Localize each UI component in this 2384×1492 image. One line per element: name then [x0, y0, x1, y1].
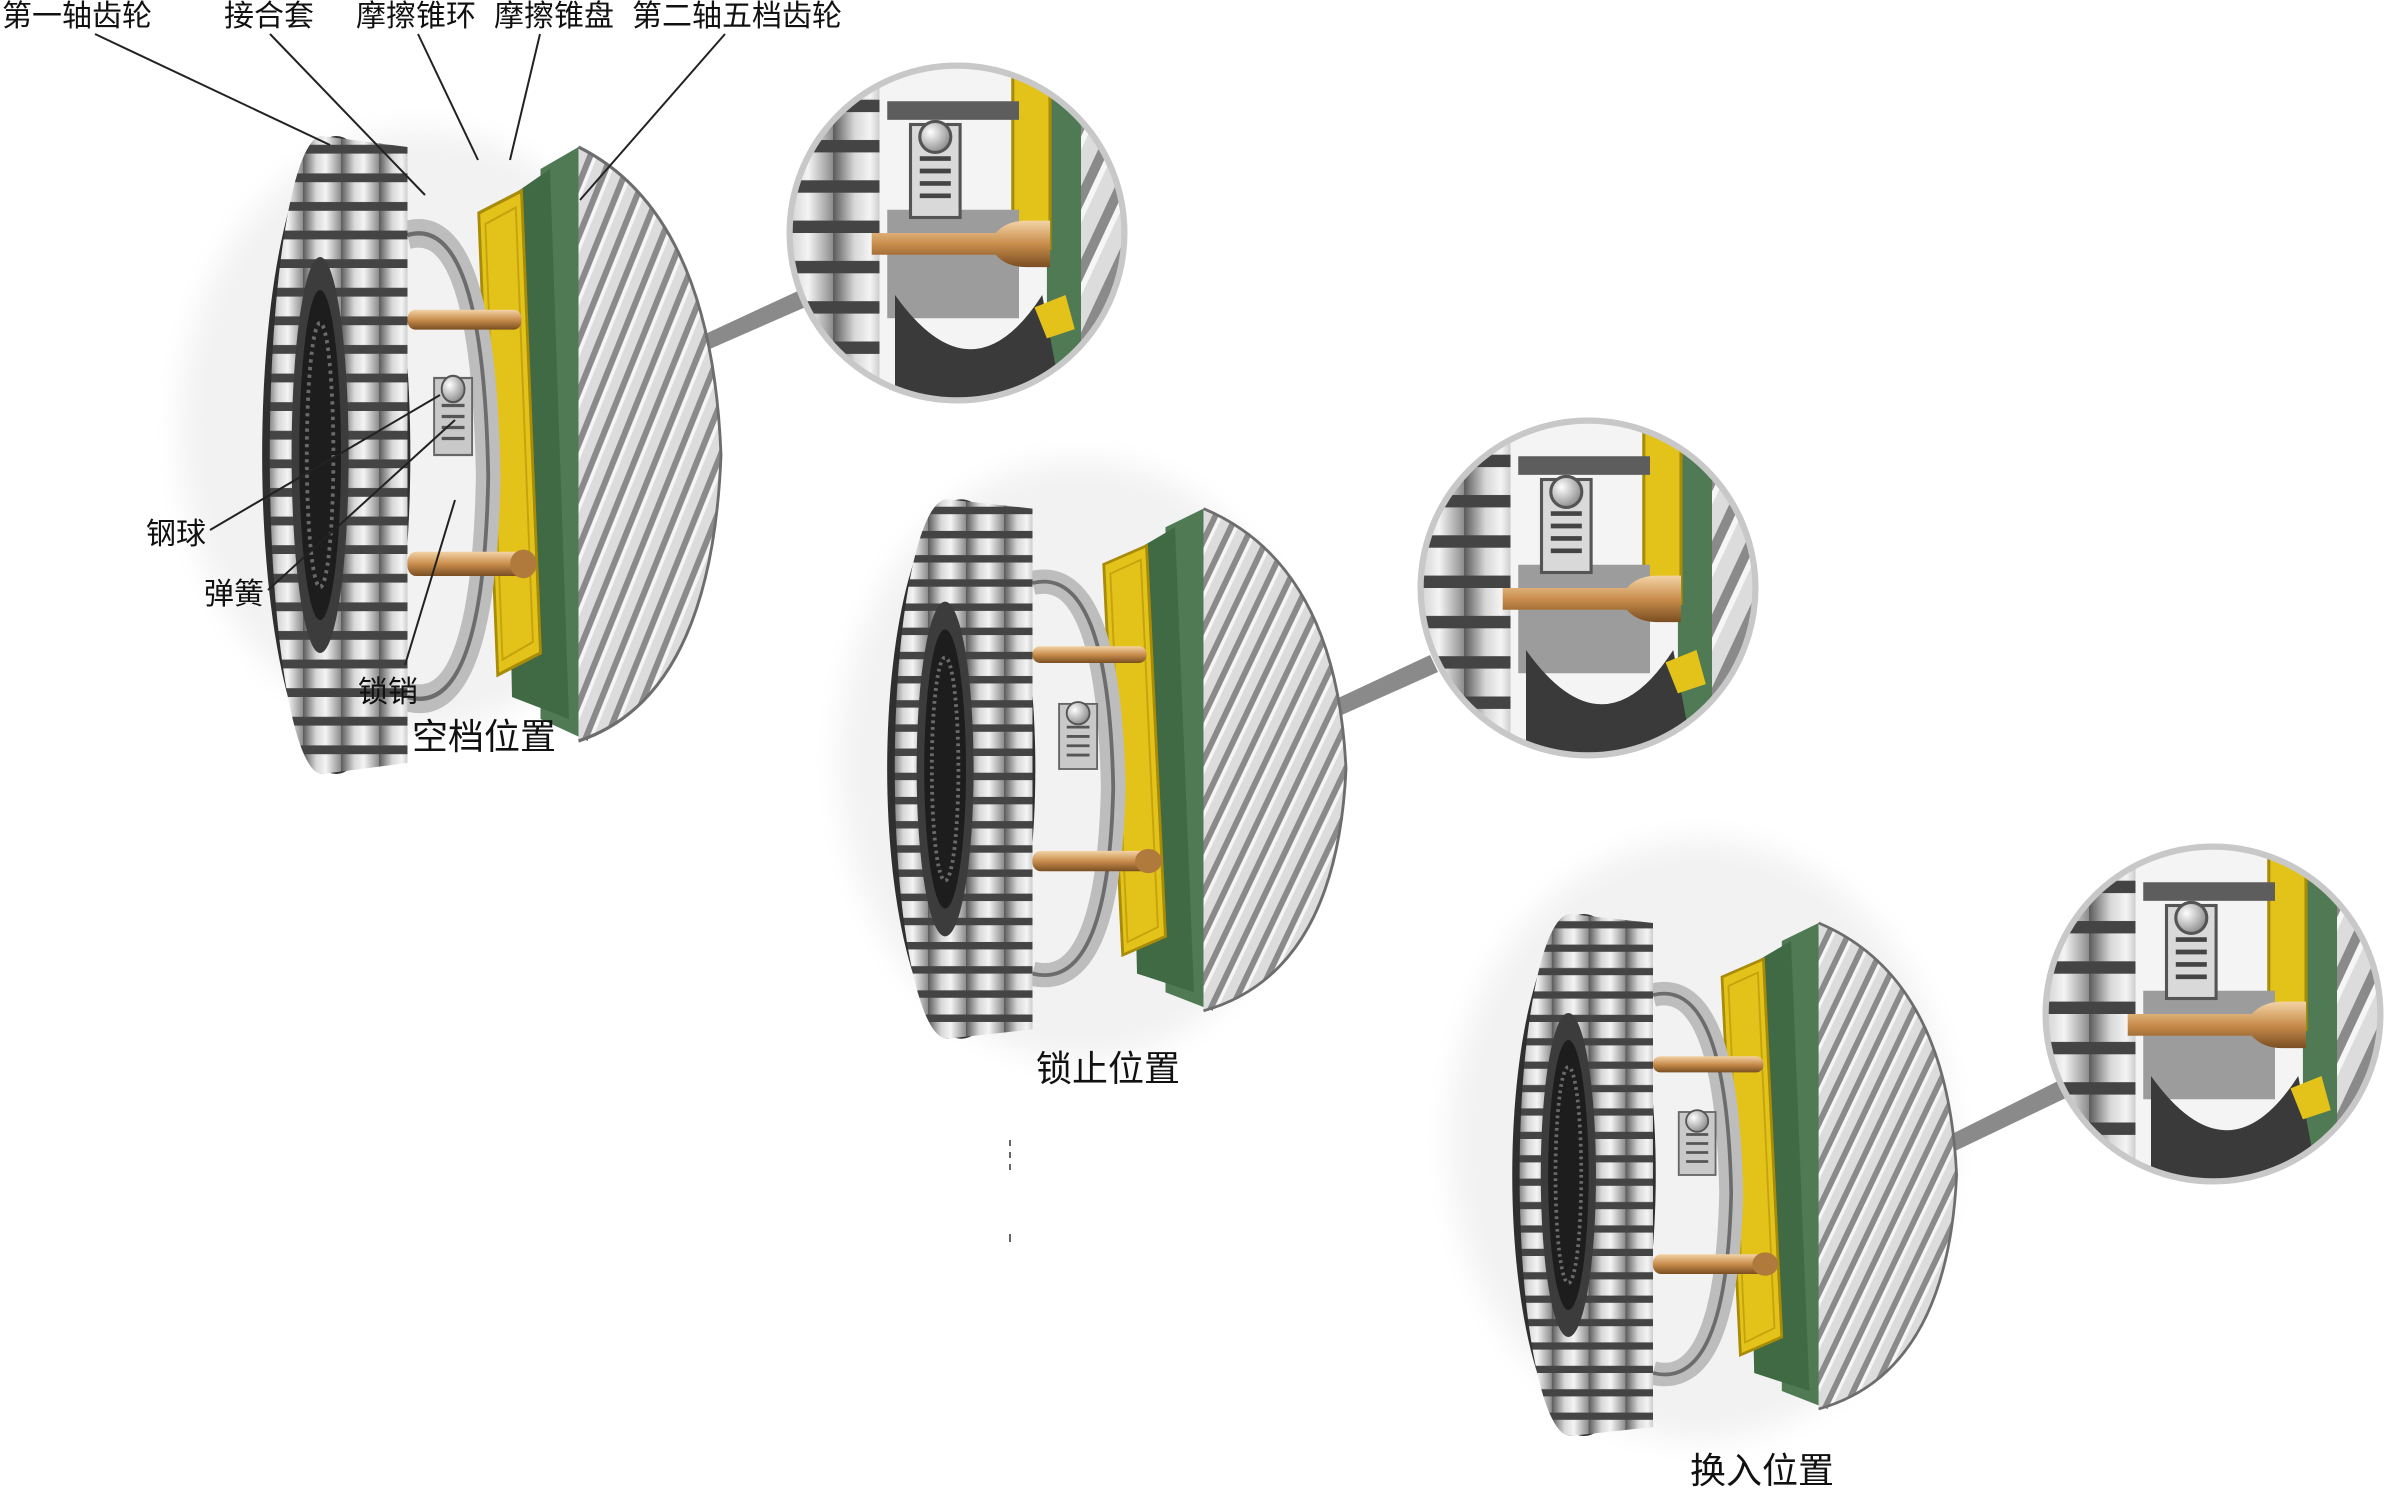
dot-marks — [1009, 1140, 1011, 1242]
leader-spring — [267, 419, 456, 591]
caption-locked: 锁止位置 — [1036, 1049, 1181, 1090]
label-second-shaft-gear: 第二轴五档齿轮 — [632, 0, 842, 34]
leader-lock-pin — [404, 499, 456, 666]
leader-steel-ball — [209, 394, 441, 531]
caption-neutral: 空档位置 — [412, 717, 557, 758]
zoom-circle-locked — [1402, 402, 1774, 774]
leader-first-shaft-gear — [94, 33, 331, 146]
zoom-circle-neutral — [771, 47, 1143, 419]
label-first-shaft-gear: 第一轴齿轮 — [2, 0, 152, 34]
leader-second-shaft-gear — [579, 33, 726, 201]
label-friction-ring: 摩擦锥环 — [356, 0, 476, 34]
leader-sleeve — [269, 33, 426, 196]
caption-engaged: 换入位置 — [1690, 1451, 1835, 1492]
zoom-circle-engaged — [2027, 828, 2384, 1200]
label-sleeve: 接合套 — [224, 0, 314, 34]
label-spring: 弹簧 — [204, 577, 264, 612]
leader-lines — [94, 33, 726, 666]
label-lock-pin: 锁销 — [358, 675, 418, 710]
label-steel-ball: 钢球 — [146, 517, 206, 552]
label-friction-disc: 摩擦锥盘 — [494, 0, 614, 34]
leader-friction-ring — [417, 33, 479, 161]
leader-friction-disc — [509, 33, 541, 161]
